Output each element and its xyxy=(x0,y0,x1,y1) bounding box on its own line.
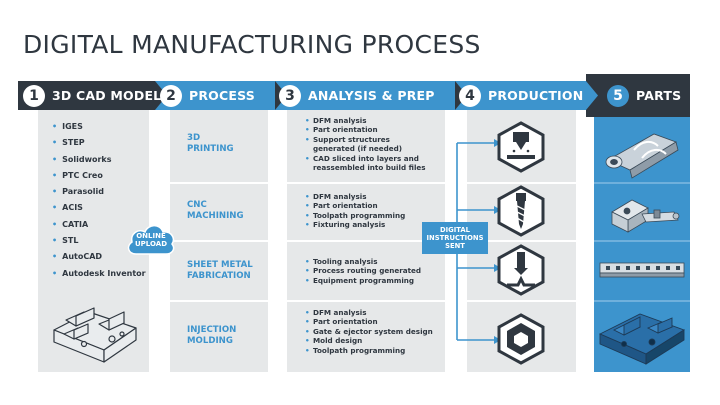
process-line: MOLDING xyxy=(187,336,233,346)
list-item: Process routing generated xyxy=(305,266,445,276)
row-divider xyxy=(170,300,268,302)
list-item: CATIA xyxy=(52,217,146,233)
injection-molding-icon xyxy=(497,313,545,365)
machined-part-image xyxy=(611,199,680,233)
list-item: DFM analysis xyxy=(305,308,445,318)
cad-model-image xyxy=(53,307,137,363)
list-item: STL xyxy=(52,233,146,249)
process-line: 3D xyxy=(187,133,201,143)
row-divider xyxy=(594,300,690,302)
row-divider xyxy=(287,300,445,302)
list-item: Support structures xyxy=(305,135,445,145)
molded-part-image xyxy=(598,313,686,365)
list-item: Toolpath programming xyxy=(305,211,445,221)
process-line: FABRICATION xyxy=(187,271,251,281)
list-item-continued: generated (if needed) xyxy=(313,144,403,154)
step-5-box xyxy=(586,74,690,117)
list-item: IGES xyxy=(52,119,146,135)
digital-line-1: DIGITAL xyxy=(440,225,470,234)
process-line: CNC xyxy=(187,200,207,210)
list-item: Gate & ejector system design xyxy=(305,327,445,337)
step-2-label: PROCESS xyxy=(189,88,255,103)
cloud-icon xyxy=(127,224,175,255)
analysis-list-3d-printing: DFM analysis Part orientation Support st… xyxy=(305,116,445,172)
upload-line-2: UPLOAD xyxy=(134,240,168,248)
upload-line-1: ONLINE xyxy=(136,232,166,240)
step-1: 1 3D CAD MODEL xyxy=(23,81,161,110)
process-sheet-metal: SHEET METAL FABRICATION xyxy=(187,260,253,282)
step-5-number: 5 xyxy=(607,84,629,107)
list-item: Mold design xyxy=(305,336,445,346)
sheet-metal-part-image xyxy=(599,262,685,278)
online-upload-label: ONLINE UPLOAD xyxy=(126,232,176,248)
step-3-label: ANALYSIS & PREP xyxy=(308,88,435,103)
list-item: Part orientation xyxy=(305,125,445,135)
list-item: Part orientation xyxy=(305,317,445,327)
list-item: Tooling analysis xyxy=(305,257,445,267)
process-injection-molding: INJECTION MOLDING xyxy=(187,325,236,347)
list-item: PTC Creo xyxy=(52,168,146,184)
list-item: DFM analysis xyxy=(305,192,445,202)
step-3-band xyxy=(275,81,455,110)
list-item: CAD sliced into layers and xyxy=(305,154,445,164)
digital-line-2: INSTRUCTIONS xyxy=(426,233,484,242)
page-title: DIGITAL MANUFACTURING PROCESS xyxy=(23,30,481,59)
step-4: 4 PRODUCTION xyxy=(459,81,583,110)
step-3: 3 ANALYSIS & PREP xyxy=(279,81,435,110)
3d-printing-icon xyxy=(497,121,545,173)
digital-line-3: SENT xyxy=(445,242,465,251)
list-item: DFM analysis xyxy=(305,116,445,126)
row-divider xyxy=(170,182,268,184)
step-2-number: 2 xyxy=(160,84,182,107)
step-1-number: 1 xyxy=(23,84,45,107)
process-line: SHEET METAL xyxy=(187,260,253,270)
list-item: Equipment programming xyxy=(305,276,445,286)
step-5: 5 PARTS xyxy=(607,81,681,110)
row-divider xyxy=(594,240,690,242)
list-item-continued: reassembled into build files xyxy=(313,163,426,173)
printed-part-image xyxy=(605,133,679,179)
list-item: STEP xyxy=(52,135,146,151)
row-divider xyxy=(467,240,576,242)
step-4-number: 4 xyxy=(459,84,481,107)
list-item: Solidworks xyxy=(52,152,146,168)
list-item: ACIS xyxy=(52,200,146,216)
analysis-list-injection: DFM analysis Part orientation Gate & eje… xyxy=(305,308,445,355)
list-item: Toolpath programming xyxy=(305,346,445,356)
process-3d-printing: 3D PRINTING xyxy=(187,133,234,155)
row-divider xyxy=(467,300,576,302)
row-divider xyxy=(287,182,445,184)
step-3-number: 3 xyxy=(279,84,301,107)
process-line: INJECTION xyxy=(187,325,237,335)
step-5-label: PARTS xyxy=(636,88,682,103)
sheet-metal-icon xyxy=(497,244,545,296)
process-line: MACHINING xyxy=(187,211,244,221)
row-divider xyxy=(467,182,576,184)
list-item: Parasolid xyxy=(52,184,146,200)
row-divider xyxy=(170,240,268,242)
process-cnc-machining: CNC MACHINING xyxy=(187,200,244,222)
list-item: Autodesk Inventor xyxy=(52,266,146,282)
analysis-list-cnc: DFM analysis Part orientation Toolpath p… xyxy=(305,192,445,230)
row-divider xyxy=(594,182,690,184)
step-2: 2 PROCESS xyxy=(160,81,255,110)
row-divider xyxy=(287,240,445,242)
step-1-label: 3D CAD MODEL xyxy=(52,88,162,103)
list-item: AutoCAD xyxy=(52,249,146,265)
digital-instructions-badge: DIGITAL INSTRUCTIONS SENT xyxy=(422,222,488,254)
step-4-label: PRODUCTION xyxy=(488,88,584,103)
process-line: PRINTING xyxy=(187,144,234,154)
cnc-machining-icon xyxy=(497,185,545,237)
list-item: Part orientation xyxy=(305,201,445,211)
list-item: Fixturing analysis xyxy=(305,220,445,230)
file-format-list: IGES STEP Solidworks PTC Creo Parasolid … xyxy=(52,119,146,282)
analysis-list-sheet-metal: Tooling analysis Process routing generat… xyxy=(305,257,445,286)
